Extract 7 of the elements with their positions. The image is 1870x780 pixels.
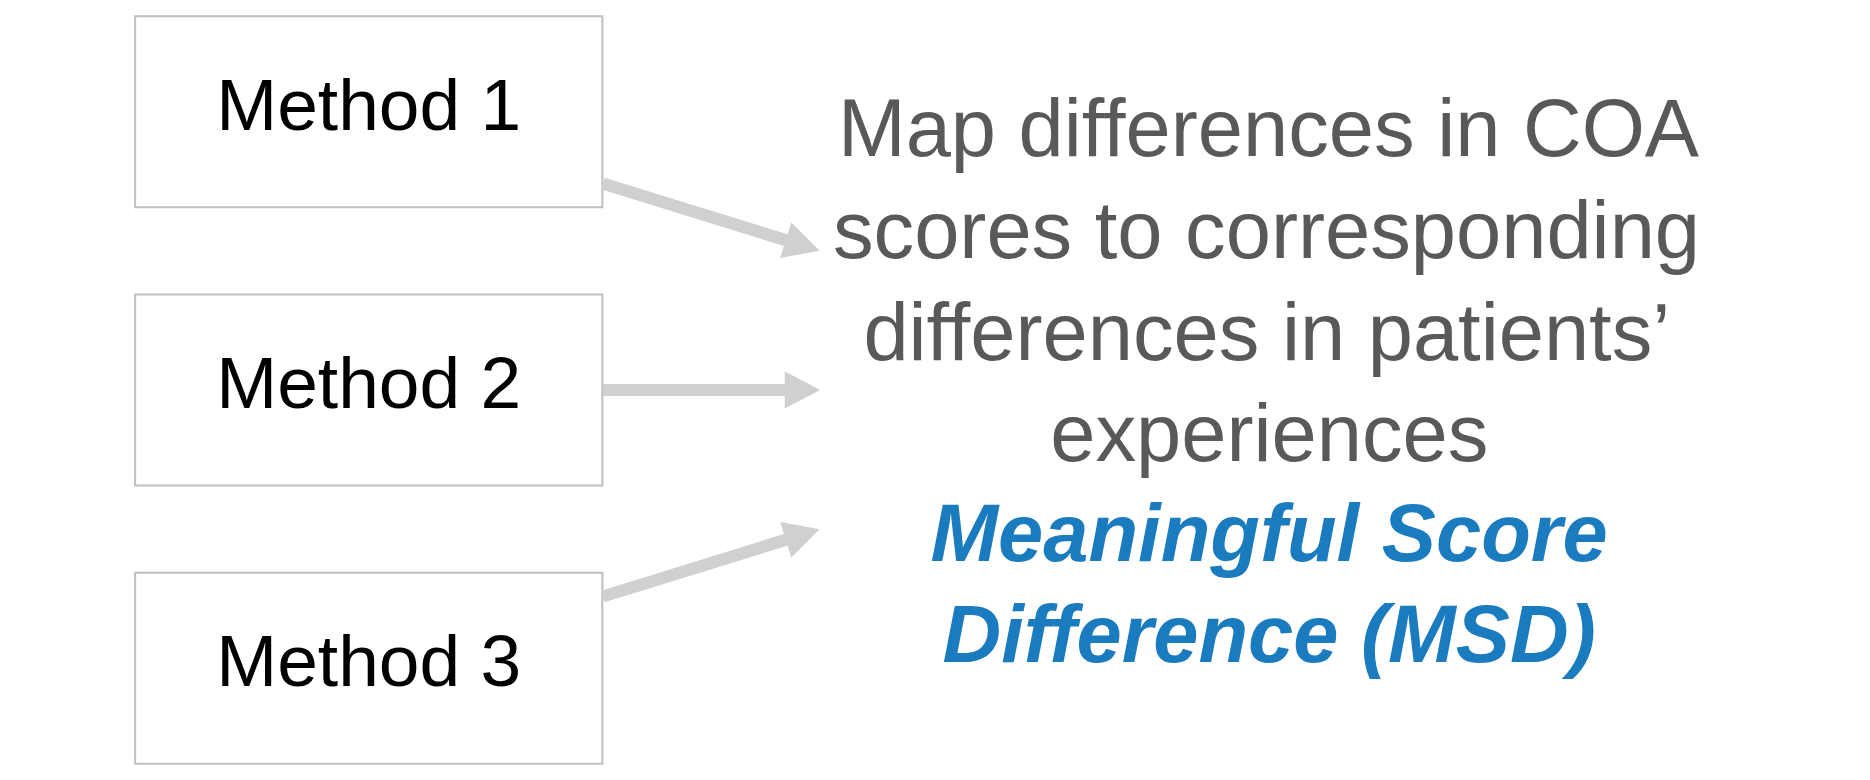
node-box: Method 2 [133,293,603,487]
node-box: Method 1 [133,15,603,209]
arrow [600,522,820,603]
node-text: Map differences in COA scores to corresponding differences in patients’ experiences Meaningful Score Difference (MSD) [832,82,1700,680]
arrow [600,177,820,258]
arrow [602,371,820,409]
node-box: Method 3 [133,571,603,765]
